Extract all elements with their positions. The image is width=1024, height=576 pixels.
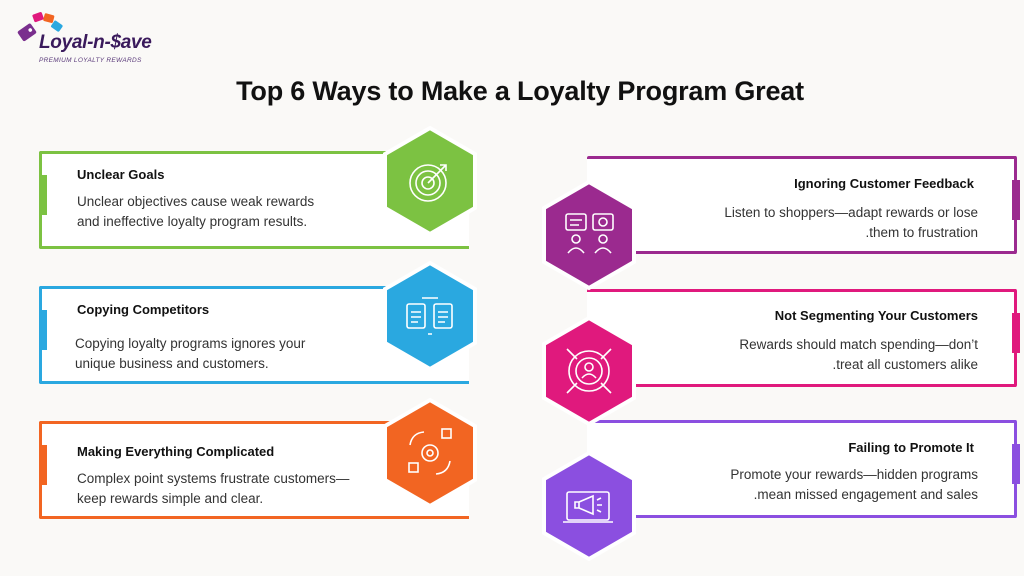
card-tab xyxy=(39,175,47,215)
card-title: Not Segmenting Your Customers xyxy=(774,308,978,323)
card-title: Copying Competitors xyxy=(77,302,210,317)
complex-process-icon xyxy=(408,428,452,475)
brand-logo: Loyal-n-$ave PREMIUM LOYALTY REWARDS xyxy=(12,10,172,68)
card-failing-to-promote: Failing to Promote It Promote your rewar… xyxy=(587,420,1020,518)
card-ignoring-customer-feedback: Ignoring Customer Feedback Listen to sho… xyxy=(587,156,1020,254)
card-not-segmenting-customers: Not Segmenting Your Customers Rewards sh… xyxy=(587,289,1020,387)
card-description: Complex point systems frustrate customer… xyxy=(77,471,350,506)
hex-badge-making-everything-complicated xyxy=(380,397,480,509)
price-tags-icon xyxy=(17,12,63,42)
hex-badge-copying-competitors xyxy=(380,260,480,372)
page-title: Top 6 Ways to Make a Loyalty Program Gre… xyxy=(236,76,804,106)
card-title: Unclear Goals xyxy=(77,167,165,182)
card-title: Ignoring Customer Feedback xyxy=(794,176,974,191)
brand-tagline: PREMIUM LOYALTY REWARDS xyxy=(39,57,142,64)
card-description: Rewards should match spending—don’t.trea… xyxy=(739,337,978,372)
hex-badge-unclear-goals xyxy=(380,125,480,237)
hex-badge-not-segmenting-customers xyxy=(539,315,639,427)
feedback-chat-icon xyxy=(565,213,614,254)
card-tab xyxy=(1012,180,1020,220)
document-compare-icon xyxy=(406,297,453,335)
brand-name: Loyal-n-$ave xyxy=(39,32,152,53)
hex-badge-ignoring-customer-feedback xyxy=(539,179,639,291)
megaphone-icon xyxy=(563,491,613,523)
hex-badge-failing-to-promote xyxy=(539,450,639,562)
card-tab xyxy=(1012,444,1020,484)
card-description: Listen to shoppers—adapt rewards or lose… xyxy=(724,205,978,240)
card-tab xyxy=(39,445,47,485)
card-tab xyxy=(1012,313,1020,353)
card-tab xyxy=(39,310,47,350)
card-title: Making Everything Complicated xyxy=(77,444,275,459)
card-description: Promote your rewards—hidden programs.mea… xyxy=(730,467,978,502)
customer-target-icon xyxy=(566,348,612,394)
card-title: Failing to Promote It xyxy=(848,440,974,455)
target-icon xyxy=(409,164,447,202)
